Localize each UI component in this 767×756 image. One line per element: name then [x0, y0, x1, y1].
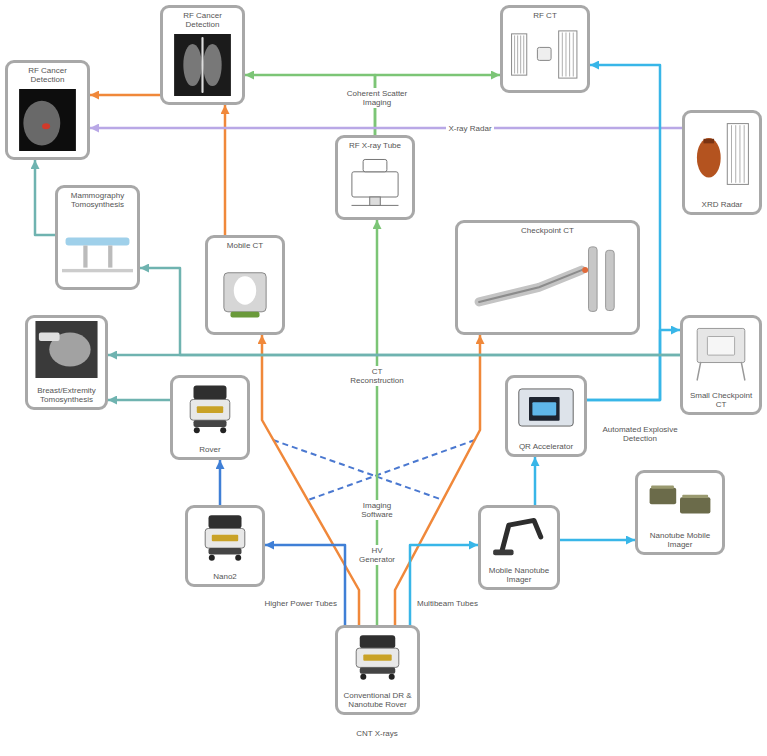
edge-label: X-ray Radar [446, 123, 493, 134]
node-label: RF Cancer Detection [12, 66, 83, 84]
node-label: QR Accelerator [512, 442, 580, 451]
node-label: Mobile Nanotube Imager [485, 566, 553, 584]
connector [265, 545, 345, 625]
product-illustration [462, 240, 633, 326]
connector [90, 94, 160, 97]
product-illustration [12, 89, 83, 151]
node-label: Breast/Extremity Tomosynthesis [32, 386, 101, 404]
product-illustration [167, 34, 238, 96]
node-label: Conventional DR & Nanotube Rover [342, 691, 413, 709]
product-box: Checkpoint CT [455, 220, 640, 335]
connector [410, 545, 478, 625]
annotation-label: Automated Explosive Detection [598, 424, 682, 444]
product-illustration [507, 25, 583, 84]
product-illustration [342, 155, 408, 211]
product-box: RF CT [500, 5, 590, 93]
product-illustration [485, 511, 553, 558]
connector [35, 160, 55, 235]
product-box: RF X-ray Tube [335, 135, 415, 220]
node-label: Small Checkpoint CT [687, 391, 755, 409]
product-illustration [642, 476, 718, 523]
product-box: Mobile Nanotube Imager [478, 505, 560, 590]
node-label: Rover [177, 445, 243, 454]
annotation-label: Coherent Scatter Imaging [340, 88, 414, 108]
product-box: RF Cancer Detection [5, 60, 90, 160]
node-label: Nano2 [192, 572, 258, 581]
node-label: Checkpoint CT [462, 226, 633, 235]
annotation-label: CNT X-rays [354, 728, 400, 739]
node-label: RF X-ray Tube [342, 141, 408, 150]
connector [587, 330, 680, 400]
node-label: RF Cancer Detection [167, 11, 238, 29]
annotation-label: HV Generator [352, 545, 402, 565]
product-box: XRD Radar [682, 110, 762, 215]
product-illustration [32, 321, 101, 378]
node-label: Nanotube Mobile Imager [642, 531, 718, 549]
node-label: Mobile CT [212, 241, 278, 250]
product-box: RF Cancer Detection [160, 5, 245, 105]
product-illustration [689, 116, 755, 192]
product-illustration [342, 631, 413, 683]
product-box: Nanotube Mobile Imager [635, 470, 725, 555]
product-box: Breast/Extremity Tomosynthesis [25, 315, 108, 410]
node-label: Mammography Tomosynthesis [62, 191, 133, 209]
node-label: RF CT [507, 11, 583, 20]
product-illustration [687, 321, 755, 383]
dashed-link [308, 440, 475, 500]
connector [219, 460, 222, 505]
product-illustration [192, 511, 258, 564]
product-box: Mammography Tomosynthesis [55, 185, 140, 290]
product-box: Nano2 [185, 505, 265, 587]
annotation-label: CT Reconstruction [342, 366, 412, 386]
product-box: Mobile CT [205, 235, 285, 335]
product-illustration [177, 381, 243, 437]
connector [560, 539, 635, 542]
connector [108, 399, 170, 402]
product-box: Rover [170, 375, 250, 460]
annotation-label: Multibeam Tubes [415, 598, 480, 609]
connector [224, 105, 227, 235]
product-illustration [512, 381, 580, 434]
connector [534, 457, 537, 505]
product-box: Conventional DR & Nanotube Rover [335, 625, 420, 715]
annotation-label: Higher Power Tubes [263, 598, 339, 609]
dashed-link [273, 440, 443, 500]
connector [90, 127, 682, 130]
product-illustration [212, 255, 278, 326]
product-box: QR Accelerator [505, 375, 587, 457]
product-illustration [62, 214, 133, 281]
annotation-label: Imaging Software [352, 500, 402, 520]
node-label: XRD Radar [689, 200, 755, 209]
product-box: Small Checkpoint CT [680, 315, 762, 415]
